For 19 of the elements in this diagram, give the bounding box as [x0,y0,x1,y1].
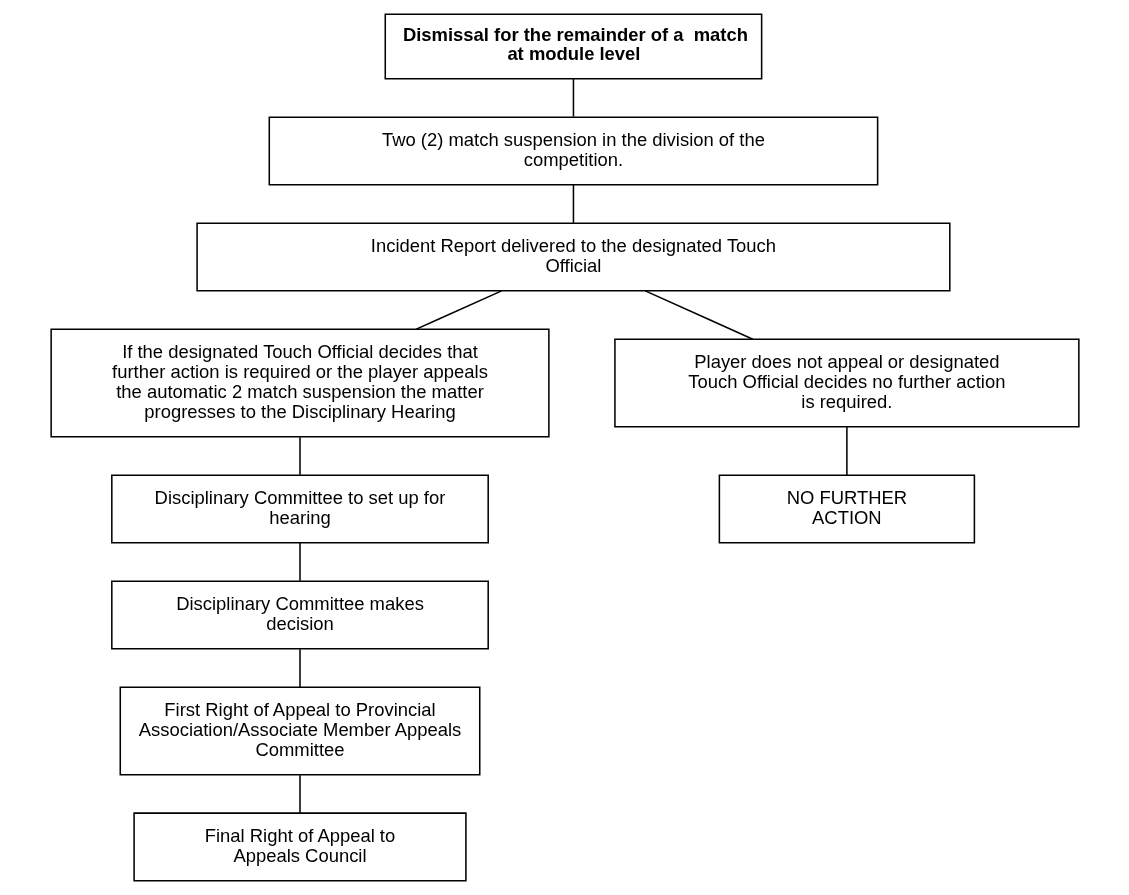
connector [572,78,574,118]
node-box: Disciplinary Committee to set up for hearing [110,474,489,544]
node-box: First Right of Appeal to Provincial Association/Associate Member Appeals Committee [119,686,480,776]
node-box: Final Right of Appeal to Appeals Council [132,812,467,882]
connector [298,542,301,582]
connector [644,290,754,340]
node-box: Incident Report delivered to the designated Touch Official [195,222,951,292]
connector [298,436,301,476]
connector [572,184,574,224]
connector [298,648,301,688]
connector [845,426,848,476]
connector [415,290,502,330]
node-box: If the designated Touch Official decides that further action is required or the player appeals the automatic 2 match suspension the matter progresses to the Disciplinary Hearing [49,328,550,438]
node-box: Two (2) match suspension in the division of the competition. [268,116,878,186]
node-box: NO FURTHER ACTION [718,474,975,544]
node-box: Dismissal for the remainder of a match at module level [384,13,762,80]
node-box: Player does not appeal or designated Touch Official decides no further action is required. [613,338,1080,428]
node-box: Disciplinary Committee makes decision [110,580,489,650]
connector [298,774,301,814]
